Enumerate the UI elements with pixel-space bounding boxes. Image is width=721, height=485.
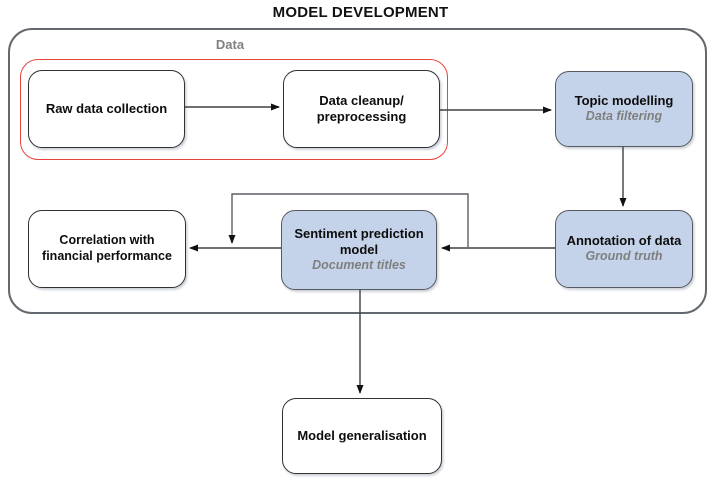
node-sublabel: Document titles bbox=[312, 258, 406, 273]
node-label: Model generalisation bbox=[297, 427, 427, 443]
node-sentiment-prediction-model: Sentiment prediction model Document titl… bbox=[281, 210, 437, 290]
node-topic-modelling: Topic modelling Data filtering bbox=[555, 71, 693, 147]
node-model-generalisation: Model generalisation bbox=[282, 398, 442, 474]
data-group-label: Data bbox=[215, 37, 245, 52]
node-label: Sentiment prediction model bbox=[294, 225, 424, 258]
node-sublabel: Data filtering bbox=[585, 109, 663, 124]
node-label: Raw data collection bbox=[45, 100, 168, 116]
node-sublabel: Ground truth bbox=[585, 249, 663, 264]
node-label: Data cleanup/ preprocessing bbox=[316, 92, 407, 124]
node-raw-data-collection: Raw data collection bbox=[28, 70, 185, 148]
node-data-cleanup-preprocessing: Data cleanup/ preprocessing bbox=[283, 70, 440, 148]
node-annotation-of-data: Annotation of data Ground truth bbox=[555, 210, 693, 288]
node-label: Annotation of data bbox=[566, 233, 682, 249]
node-correlation-financial-performance: Correlation with financial performance bbox=[28, 210, 186, 288]
node-label: Correlation with financial performance bbox=[42, 233, 172, 263]
diagram-title: MODEL DEVELOPMENT bbox=[272, 4, 449, 21]
node-label: Topic modelling bbox=[574, 93, 674, 109]
